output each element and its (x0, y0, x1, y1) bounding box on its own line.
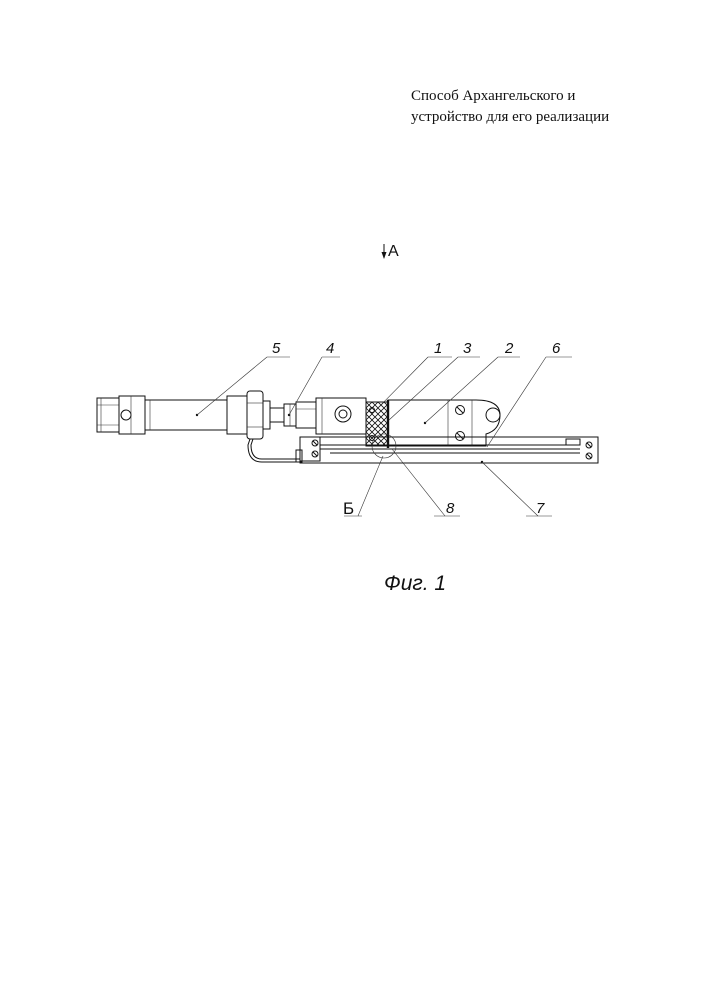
label-part-4: 4 (326, 340, 334, 357)
part-6-7-base (296, 434, 598, 463)
part-labels: 5 4 1 3 2 6 Б 8 7 (272, 340, 561, 518)
figure-caption: Фиг. 1 (384, 572, 446, 595)
part-5-tube (97, 391, 300, 462)
label-part-2: 2 (504, 340, 514, 357)
label-part-3: 3 (463, 340, 472, 357)
label-part-5: 5 (272, 340, 281, 357)
view-label-a: А (388, 243, 399, 260)
label-part-1: 1 (434, 340, 442, 357)
label-detail-b: Б (343, 499, 354, 518)
part-4-connector (270, 402, 316, 428)
head-block (316, 398, 366, 434)
part-2-arm (388, 400, 500, 446)
label-part-6: 6 (552, 340, 561, 357)
label-part-8: 8 (446, 500, 455, 517)
view-arrow-a: А (382, 243, 400, 260)
part-1-3-insert (366, 400, 388, 448)
label-part-7: 7 (536, 500, 545, 517)
